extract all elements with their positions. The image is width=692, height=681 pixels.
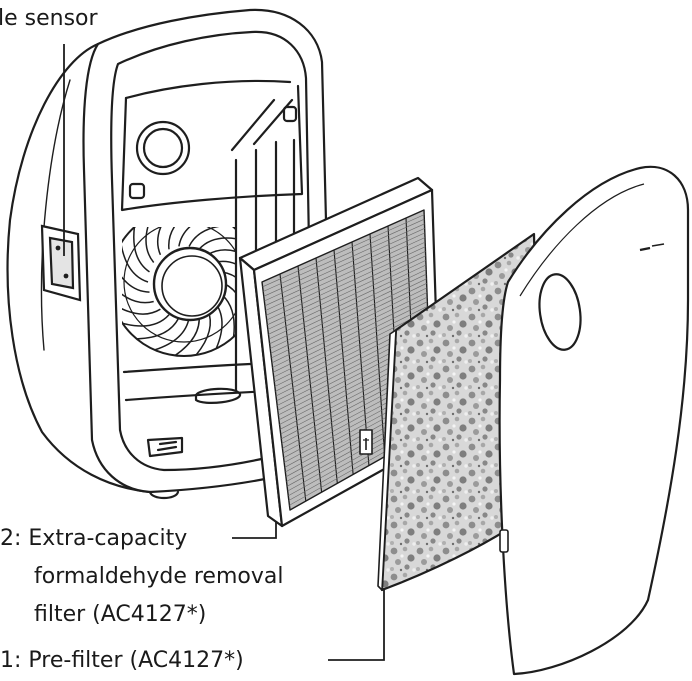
filter-mesh-line <box>264 228 425 302</box>
particle-sensor-panel <box>40 224 82 302</box>
fan-blade <box>207 249 236 261</box>
filter-mesh-line <box>266 246 426 321</box>
filter-mesh-line <box>268 264 427 340</box>
top-housing <box>120 84 304 212</box>
sensor-ring-outer <box>135 120 191 176</box>
pre-filter <box>377 232 536 592</box>
fan-blade <box>122 314 170 327</box>
fan-blade <box>133 227 150 273</box>
callout-filter2 <box>232 522 277 539</box>
filter-mesh-line <box>267 255 426 330</box>
filter-mesh-line <box>271 287 427 364</box>
callout-filter1 <box>328 588 385 661</box>
fan-blade <box>168 227 194 250</box>
handle-slot <box>194 387 242 404</box>
fan-blade <box>136 317 180 340</box>
cover-sensor-window <box>538 273 582 351</box>
label-particle-sensor: le sensor <box>0 6 98 31</box>
filter-mesh-line <box>270 278 427 354</box>
filter-mesh-line <box>268 260 426 335</box>
filter-mesh-line <box>272 292 428 368</box>
filter-mesh-line <box>274 306 428 383</box>
callout-lines <box>63 44 385 661</box>
cover-clip <box>499 529 509 553</box>
fan-blade <box>122 303 161 315</box>
filter-mesh-line <box>267 251 426 326</box>
fan-blade <box>178 227 214 247</box>
label-filter2-line2: formaldehyde removal <box>34 564 284 589</box>
label-filter2-line1: 2: Extra-capacity <box>0 526 188 551</box>
filter-mesh-line <box>272 296 428 373</box>
filter-mesh-line <box>263 218 425 292</box>
fan-blade <box>157 227 173 256</box>
label-filter2-line3: filter (AC4127*) <box>34 602 207 627</box>
fan-blade <box>122 262 150 293</box>
top-indicator-right <box>282 105 298 123</box>
fan-blade <box>122 243 149 283</box>
filter-mesh-line <box>263 223 425 297</box>
fan-blade <box>145 227 155 263</box>
filter-mesh-line <box>269 269 427 345</box>
filter-mesh-line <box>264 232 425 307</box>
fan-assembly <box>122 227 236 357</box>
top-indicator-left <box>128 182 146 200</box>
filter-mesh-line <box>265 241 426 316</box>
fan-blade <box>122 283 154 304</box>
filter-mesh-line <box>274 310 428 387</box>
label-pre-filter: 1: Pre-filter (AC4127*) <box>0 648 244 673</box>
filter-mesh-line <box>271 283 427 359</box>
filter-mesh-line <box>265 237 426 311</box>
fan-blade <box>154 317 190 351</box>
front-cover <box>498 165 690 676</box>
sensor-ring-inner <box>142 127 184 169</box>
fan-blade <box>198 237 236 250</box>
fan-blade <box>188 227 232 247</box>
filter-mesh-line <box>262 214 425 288</box>
filter-mesh-line <box>273 301 428 378</box>
filter-mesh-line <box>270 273 427 349</box>
